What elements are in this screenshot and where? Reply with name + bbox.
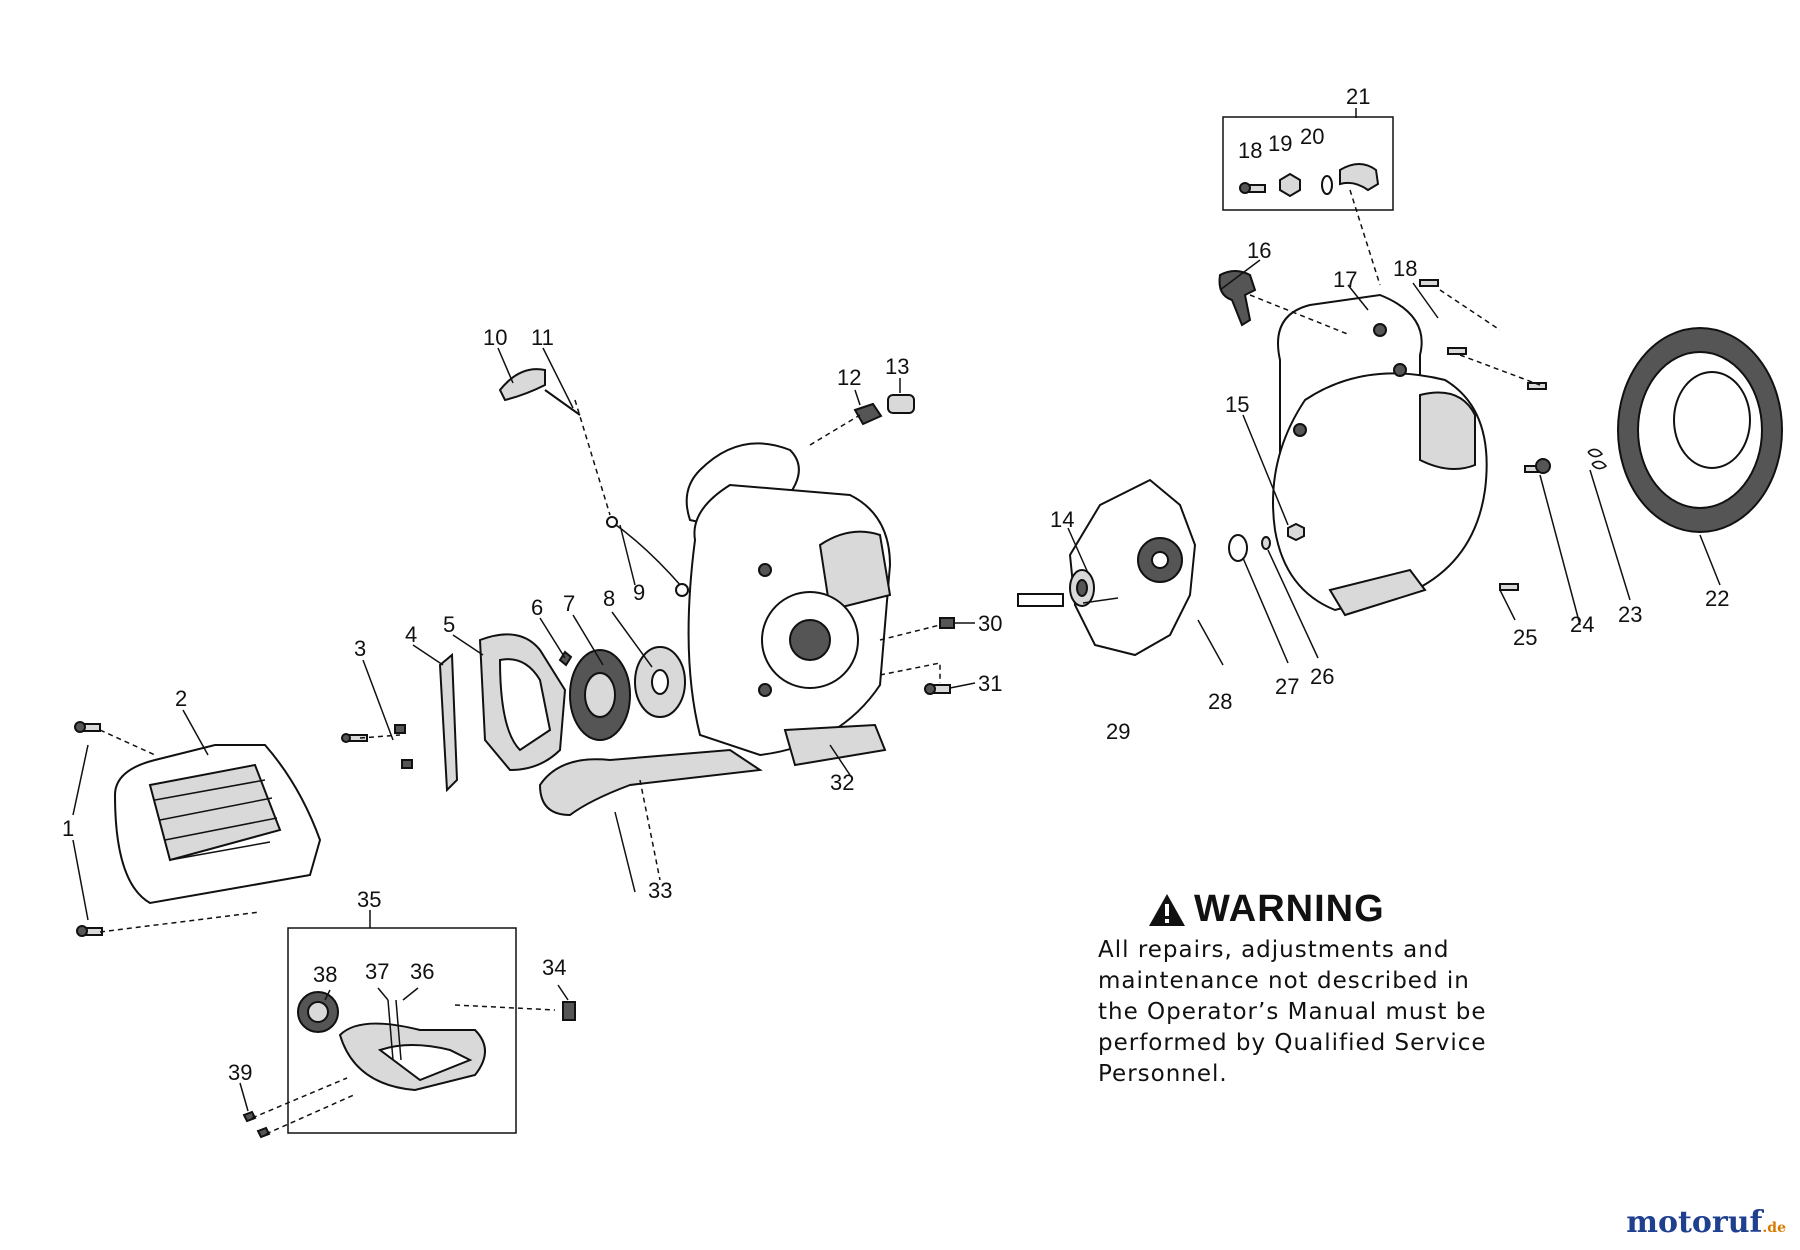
fan-housing-part-17	[1272, 293, 1488, 617]
fuel-tank-part-35	[338, 1022, 486, 1092]
label-part-12: 12	[837, 365, 861, 390]
label-part-16: 16	[1247, 238, 1271, 263]
nut-part-19	[1279, 172, 1301, 198]
label-part-30: 30	[978, 611, 1002, 636]
label-part-17: 17	[1333, 267, 1357, 292]
assembly-lines	[99, 189, 1541, 1135]
label-part-10: 10	[483, 325, 507, 350]
screws-part-1	[74, 721, 103, 937]
label-part-6: 6	[531, 595, 543, 620]
gasket-part-4	[438, 652, 459, 793]
engine-housing-part-32	[685, 442, 892, 767]
warning-line: performed by Qualified Service	[1098, 1030, 1487, 1056]
label-part-8: 8	[603, 586, 615, 611]
bracket-part-16	[1218, 270, 1257, 327]
spring-part-23	[1587, 448, 1608, 470]
warning-heading: WARNING	[1148, 888, 1518, 931]
oring-part-20	[1321, 175, 1333, 195]
label-part-13: 13	[885, 354, 909, 379]
label-part-19: 19	[1268, 131, 1292, 156]
screw-part-24	[1524, 458, 1551, 474]
label-part-1: 1	[62, 816, 74, 841]
screw-part-31	[924, 683, 951, 695]
starter-housing-part-5	[478, 633, 567, 772]
label-part-2: 2	[175, 686, 187, 711]
label-part-14: 14	[1050, 507, 1074, 532]
fuel-cap-part-38	[297, 991, 339, 1033]
label-part-5: 5	[443, 612, 455, 637]
label-part-7: 7	[563, 591, 575, 616]
inset-box-hardware	[1222, 116, 1394, 211]
grommet-part-12	[853, 402, 883, 426]
nut-part-15	[1287, 522, 1305, 542]
label-part-18-top: 18	[1238, 138, 1262, 163]
label-part-24: 24	[1570, 612, 1594, 637]
washer-part-27	[1228, 534, 1248, 562]
screw-part-39	[242, 1110, 257, 1123]
leader-lines	[72, 108, 1721, 1112]
warning-title: WARNING	[1194, 888, 1385, 930]
warning-line: All repairs, adjustments and	[1098, 937, 1450, 963]
impeller-part-28	[1068, 478, 1197, 657]
screw-part-25	[1499, 583, 1519, 591]
label-part-9: 9	[633, 580, 645, 605]
warning-line: maintenance not described in	[1098, 968, 1470, 994]
brand-name: motoruf	[1626, 1205, 1763, 1240]
label-part-39: 39	[228, 1060, 252, 1085]
label-part-3: 3	[354, 636, 366, 661]
label-part-25: 25	[1513, 625, 1537, 650]
brand-tld: .de	[1762, 1220, 1786, 1236]
part-labels: 1 2 3 4 5 6 7 8 9 10 11 12 13 14 15 16 1…	[62, 84, 1729, 1085]
label-part-18: 18	[1393, 256, 1417, 281]
warning-line: the Operator’s Manual must be	[1098, 999, 1487, 1025]
label-part-33: 33	[648, 878, 672, 903]
bushing-part-13	[887, 394, 915, 414]
engine-cover-part-2	[113, 744, 322, 905]
label-part-28: 28	[1208, 689, 1232, 714]
label-part-26: 26	[1310, 664, 1334, 689]
label-part-23: 23	[1618, 602, 1642, 627]
label-part-15: 15	[1225, 392, 1249, 417]
nut-part-26	[1261, 536, 1271, 550]
label-part-38: 38	[313, 962, 337, 987]
label-part-36: 36	[410, 959, 434, 984]
warning-notice: WARNING All repairs, adjustments and mai…	[1098, 888, 1518, 1090]
warning-line: Personnel.	[1098, 1061, 1228, 1087]
label-part-37: 37	[365, 959, 389, 984]
wire-part-11	[544, 389, 581, 416]
label-part-29: 29	[1106, 719, 1130, 744]
label-part-35: 35	[357, 887, 381, 912]
screws-part-3	[341, 724, 413, 769]
spacer-part-14	[1069, 569, 1095, 607]
label-part-21: 21	[1346, 84, 1370, 109]
label-part-11: 11	[531, 325, 554, 350]
inset-box-fuel-tank	[287, 927, 517, 1134]
handle-part-33	[538, 748, 763, 817]
label-part-27: 27	[1275, 674, 1299, 699]
label-part-31: 31	[978, 671, 1002, 696]
warning-text: All repairs, adjustments and maintenance…	[1098, 935, 1518, 1090]
fuel-filter-part-34	[562, 1001, 576, 1021]
fan-guard-part-22	[1617, 327, 1783, 533]
fuel-line-part-9	[606, 516, 689, 597]
plate-part-10	[498, 368, 546, 402]
label-part-22: 22	[1705, 586, 1729, 611]
bracket-part-20	[1339, 163, 1380, 192]
label-part-32: 32	[830, 770, 854, 795]
shaft-part-29	[1017, 593, 1064, 607]
label-part-4: 4	[405, 622, 417, 647]
screw-part-18b	[1419, 279, 1547, 390]
warning-triangle-icon	[1149, 893, 1185, 926]
label-part-34: 34	[542, 955, 566, 980]
label-part-20: 20	[1300, 124, 1324, 149]
screw-part-30	[939, 617, 955, 629]
brand-watermark: motoruf.de	[1626, 1205, 1786, 1240]
pulley-part-7	[569, 649, 631, 741]
screw-part-18	[1239, 182, 1266, 194]
fuel-line-part-37	[387, 999, 402, 1061]
